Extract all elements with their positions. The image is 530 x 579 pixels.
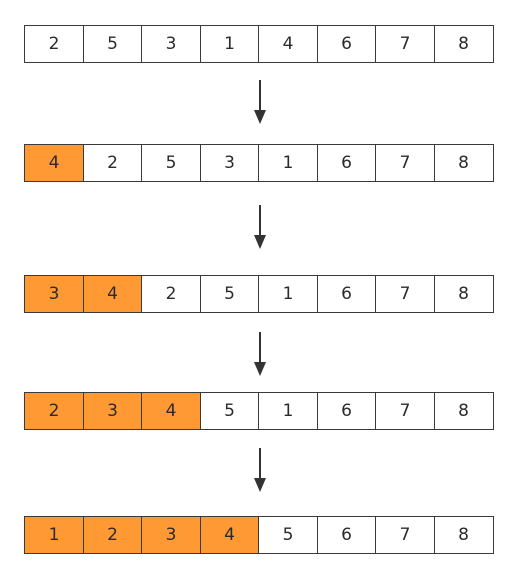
array-cell: 3 [141,25,201,63]
array-row-step-5: 1 2 3 4 5 6 7 8 [24,516,505,554]
array-cell: 4 [258,25,318,63]
array-cell: 4 [82,275,143,313]
array-cell: 8 [433,25,494,63]
array-cell: 3 [24,275,84,313]
array-cell: 2 [141,275,201,313]
array-cell: 8 [433,516,494,554]
array-cell: 1 [24,516,84,554]
down-arrow-icon [254,332,266,376]
array-cell: 7 [375,392,435,430]
array-cell: 3 [82,392,143,430]
array-cell: 5 [199,275,260,313]
array-cell: 4 [141,392,201,430]
array-cell: 1 [258,144,318,182]
array-row-step-1: 2 5 3 1 4 6 7 8 [24,25,505,63]
array-cell: 2 [82,144,143,182]
array-cell: 4 [199,516,260,554]
array-cell: 3 [141,516,201,554]
array-cell: 1 [258,275,318,313]
array-cell: 7 [375,275,435,313]
array-cell: 7 [375,25,435,63]
array-cell: 1 [199,25,260,63]
array-cell: 5 [258,516,318,554]
array-row-step-3: 3 4 2 5 1 6 7 8 [24,275,505,313]
down-arrow-icon [254,205,266,249]
down-arrow-icon [254,448,266,492]
array-cell: 6 [316,144,377,182]
array-cell: 8 [433,144,494,182]
array-cell: 6 [316,275,377,313]
array-cell: 8 [433,392,494,430]
array-cell: 2 [24,392,84,430]
array-cell: 2 [82,516,143,554]
array-cell: 3 [199,144,260,182]
array-cell: 5 [199,392,260,430]
array-row-step-4: 2 3 4 5 1 6 7 8 [24,392,505,430]
array-cell: 8 [433,275,494,313]
array-row-step-2: 4 2 5 3 1 6 7 8 [24,144,505,182]
array-cell: 2 [24,25,84,63]
array-cell: 6 [316,392,377,430]
array-cell: 6 [316,25,377,63]
array-cell: 5 [82,25,143,63]
array-cell: 5 [141,144,201,182]
array-cell: 7 [375,144,435,182]
array-cell: 6 [316,516,377,554]
array-cell: 7 [375,516,435,554]
array-cell: 4 [24,144,84,182]
array-cell: 1 [258,392,318,430]
down-arrow-icon [254,80,266,124]
